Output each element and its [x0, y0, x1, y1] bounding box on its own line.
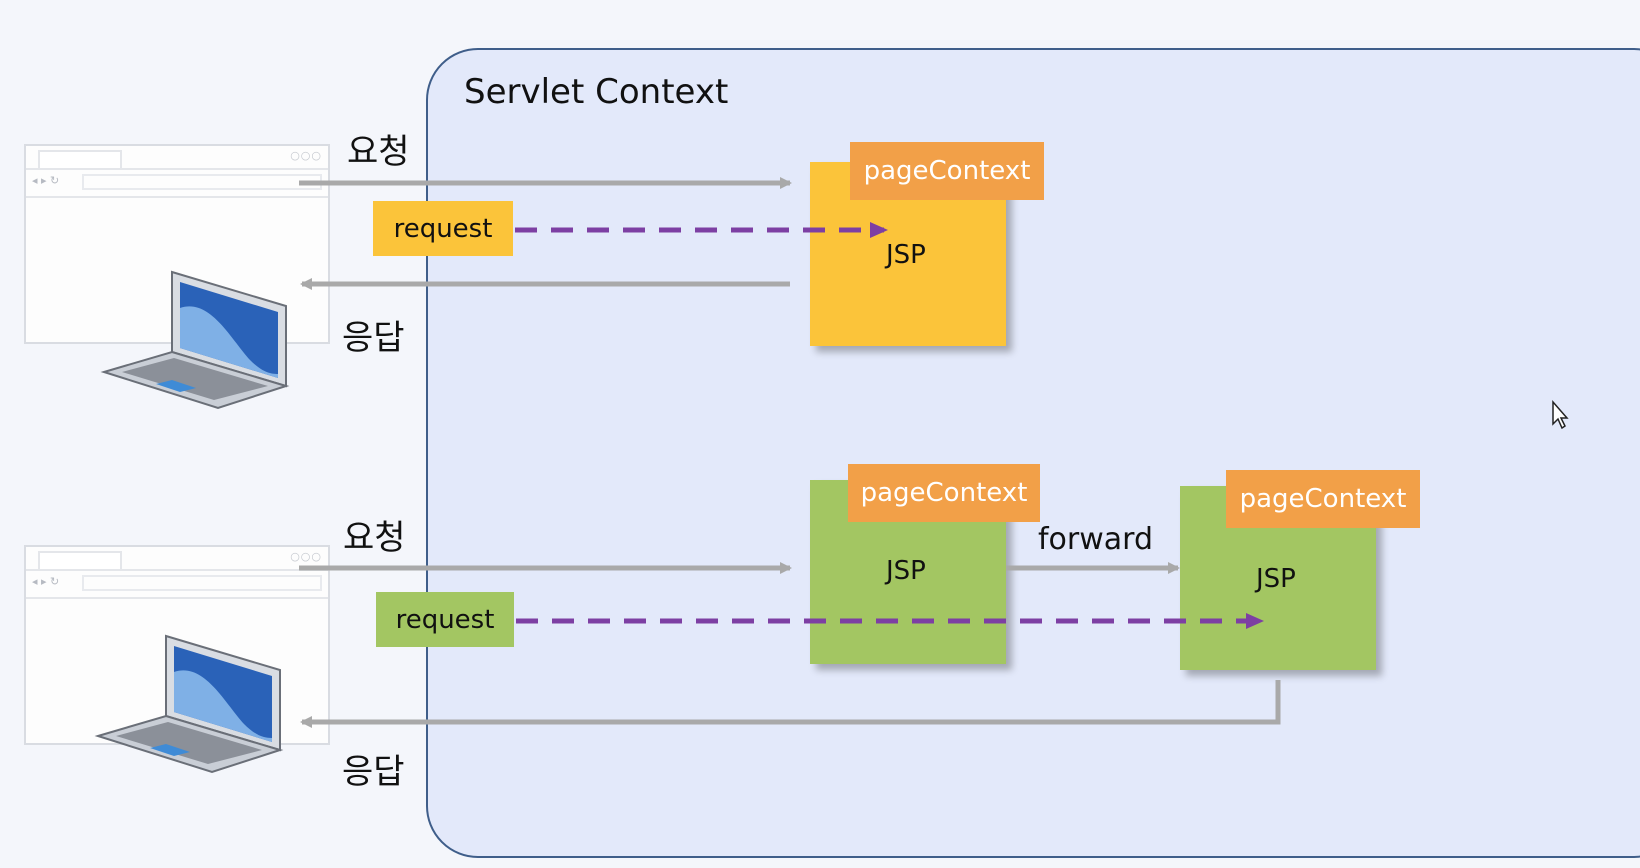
- response-label-bottom: 응답: [342, 752, 405, 792]
- laptop-icon: [94, 634, 284, 774]
- response-arrow-bottom: [300, 680, 1281, 728]
- request-object-bottom: request: [376, 592, 514, 647]
- page-context-badge-target: pageContext: [1226, 470, 1420, 528]
- request-label-bottom: 요청: [343, 518, 406, 558]
- request-label-top: 요청: [347, 132, 410, 172]
- request-object-top: request: [373, 201, 513, 256]
- laptop-icon: [100, 270, 290, 410]
- jsp-label-source: JSP: [886, 556, 926, 586]
- jsp-label-top: JSP: [886, 240, 926, 270]
- servlet-context-title: Servlet Context: [464, 72, 729, 112]
- page-context-badge-top: pageContext: [850, 142, 1044, 200]
- jsp-label-target: JSP: [1256, 564, 1296, 594]
- mouse-cursor-icon: [1552, 400, 1569, 430]
- forward-label: forward: [1038, 522, 1154, 557]
- response-label-top: 응답: [342, 318, 405, 358]
- page-context-badge-source: pageContext: [848, 464, 1040, 522]
